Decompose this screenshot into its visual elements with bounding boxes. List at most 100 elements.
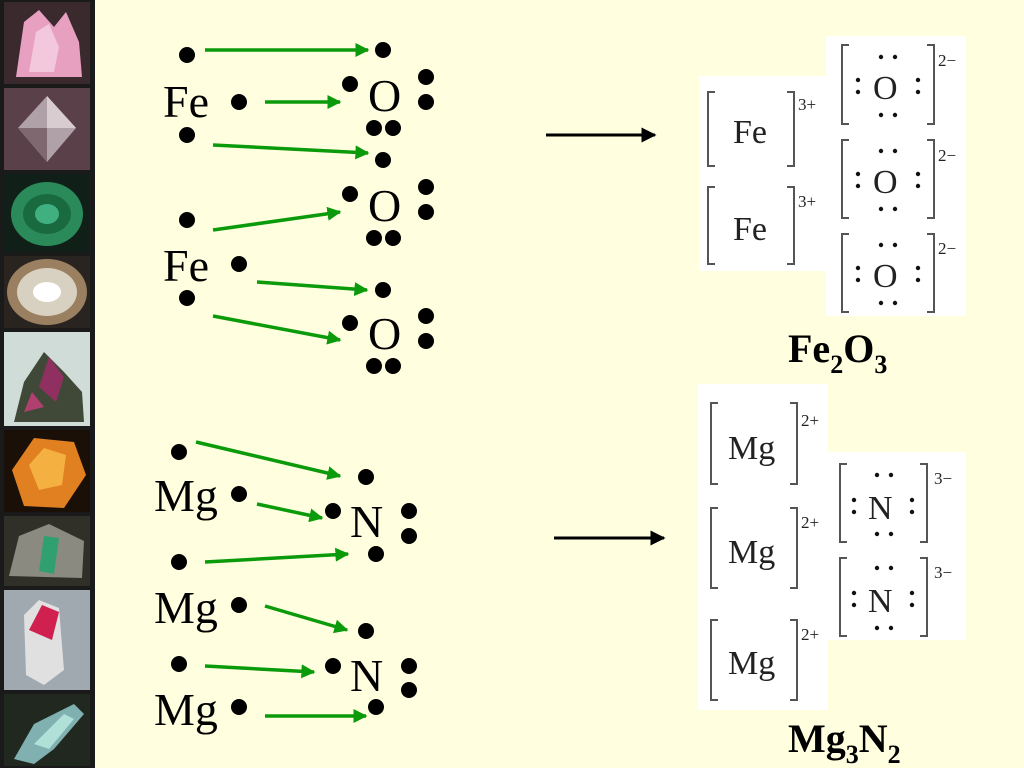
n2-valence-electron: [401, 658, 417, 674]
left-bracket: [839, 463, 847, 543]
n1-valence-electron: [368, 546, 384, 562]
n1-valence-electron: [401, 503, 417, 519]
tourmaline-photo: [4, 590, 90, 690]
formula-element: N: [859, 716, 888, 761]
right-bracket: [927, 233, 935, 313]
nitride-anion-2: N: [868, 583, 893, 620]
o-atom-2: O: [368, 180, 401, 231]
o-atom-1: O: [368, 70, 401, 121]
mg3n2-ionic-product: Mg 2+ Mg 2+ Mg 2+ N 3− N 3−: [698, 384, 966, 710]
oxide-3-lone-pairs: [855, 242, 921, 306]
left-bracket: [841, 233, 849, 313]
mg2-valence-electron: [231, 597, 247, 613]
formula-element: Mg: [788, 716, 846, 761]
cation-panel: [699, 76, 829, 271]
mg-atom-1: Mg: [154, 470, 218, 521]
right-bracket: [790, 402, 798, 485]
fe1-valence-electron: [231, 94, 247, 110]
mg-cation-2: Mg: [728, 534, 775, 571]
mg3n2-formula: Mg3N2: [788, 716, 901, 768]
n-atom-2: N: [350, 650, 383, 701]
emerald-matrix-photo: [4, 516, 90, 586]
n1-valence-electron: [325, 503, 341, 519]
agate-photo: [4, 256, 90, 328]
fe-cation-1-charge: 3+: [798, 95, 816, 114]
amber-photo: [4, 430, 90, 512]
fe2o3-ionic-product: Fe 3+ Fe 3+ O 2− O 2− O: [699, 36, 966, 316]
mg-atom-3: Mg: [154, 684, 218, 735]
n1-valence-electron: [358, 469, 374, 485]
oxide-anion-3: O: [873, 258, 898, 295]
malachite-photo: [4, 174, 90, 252]
o3-valence-electron: [418, 333, 434, 349]
mg1-valence-electron: [171, 444, 187, 460]
o3-valence-electron: [366, 358, 382, 374]
aquamarine-photo: [4, 694, 90, 766]
cation-panel: [698, 384, 828, 710]
right-bracket: [920, 463, 928, 543]
nitride-anion-1-charge: 3−: [934, 469, 952, 488]
anion-panel: [826, 36, 966, 316]
o2-valence-electron: [366, 230, 382, 246]
right-bracket: [787, 186, 795, 265]
electron-transfer-arrow: [212, 143, 370, 160]
left-bracket: [841, 139, 849, 219]
right-bracket: [927, 139, 935, 219]
oxide-anion-3-charge: 2−: [938, 239, 956, 258]
mg-atom-2: Mg: [154, 582, 218, 633]
oxide-anion-1-charge: 2−: [938, 51, 956, 70]
o1-valence-electron: [385, 120, 401, 136]
mg1-valence-electron: [231, 486, 247, 502]
n2-valence-electron: [358, 623, 374, 639]
mg-cation-3-charge: 2+: [801, 625, 819, 644]
formula-element: Fe: [788, 326, 830, 371]
o1-valence-electron: [418, 69, 434, 85]
fe-cation-1: Fe: [733, 114, 767, 151]
electron-transfer-arrow: [212, 206, 342, 232]
electron-transfer-arrow: [195, 440, 342, 480]
electron-transfer-arrow: [212, 314, 342, 345]
fe2o3-electron-transfer: Fe Fe O O O: [163, 42, 434, 374]
n2-valence-electron: [325, 658, 341, 674]
electron-transfer-arrow: [204, 547, 350, 564]
mg3n2-electron-transfer: Mg Mg Mg N N: [154, 440, 417, 735]
mg2-valence-electron: [171, 554, 187, 570]
crystal-octahedron-photo: [4, 88, 90, 170]
right-bracket: [790, 619, 798, 701]
left-bracket: [710, 507, 718, 589]
o1-valence-electron: [375, 42, 391, 58]
mg-cation-2-charge: 2+: [801, 513, 819, 532]
o-atom-3: O: [368, 308, 401, 359]
fe-atom-1: Fe: [163, 76, 209, 127]
n-atom-1: N: [350, 496, 383, 547]
fe2o3-formula: Fe2O3: [788, 326, 887, 379]
left-bracket: [707, 91, 715, 167]
right-bracket: [927, 44, 935, 125]
mg-cation-1: Mg: [728, 430, 775, 467]
formula-subscript: 3: [846, 740, 859, 768]
electron-transfer-arrow: [264, 604, 349, 634]
o3-valence-electron: [375, 282, 391, 298]
oxide-anion-2-charge: 2−: [938, 146, 956, 165]
o3-valence-electron: [418, 308, 434, 324]
mg-cation-3: Mg: [728, 645, 775, 682]
n2-valence-electron: [401, 682, 417, 698]
fe1-valence-electron: [179, 127, 195, 143]
formula-subscript: 3: [874, 350, 887, 379]
fe2-valence-electron: [231, 256, 247, 272]
mineral-photo-strip: [0, 0, 95, 768]
formula-element: O: [843, 326, 874, 371]
fe-atom-2: Fe: [163, 240, 209, 291]
nitride-anion-1: N: [868, 490, 893, 527]
left-bracket: [839, 557, 847, 637]
fe-cation-2-charge: 3+: [798, 192, 816, 211]
formula-subscript: 2: [830, 350, 843, 379]
rose-quartz-photo: [4, 2, 90, 84]
fe-cation-2: Fe: [733, 211, 767, 248]
o3-valence-electron: [342, 315, 358, 331]
o1-valence-electron: [366, 120, 382, 136]
fe2-valence-electron: [179, 212, 195, 228]
fe2-valence-electron: [179, 290, 195, 306]
mg3-valence-electron: [171, 656, 187, 672]
